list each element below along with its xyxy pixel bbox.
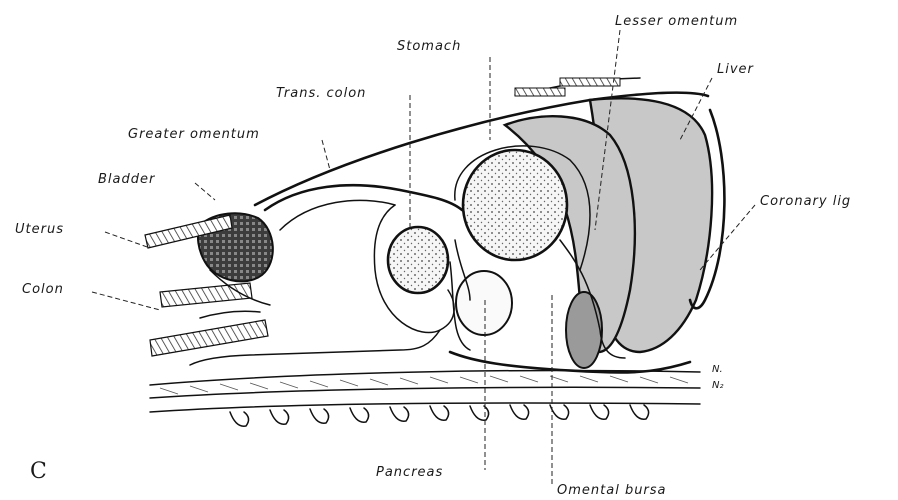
label-colon: Colon — [22, 282, 64, 297]
label-omental-bursa: Omental bursa — [557, 483, 667, 498]
liver-lobe — [566, 292, 602, 368]
label-trans-colon: Trans. colon — [276, 86, 366, 101]
pelvic-organs — [145, 213, 273, 356]
label-n2: N₂ — [712, 380, 724, 391]
pancreas — [456, 271, 512, 335]
label-greater-omentum: Greater omentum — [128, 127, 260, 142]
label-uterus: Uterus — [15, 222, 64, 237]
label-lesser-omentum: Lesser omentum — [615, 14, 738, 29]
dorsal-wall — [150, 371, 700, 427]
label-bladder: Bladder — [98, 172, 156, 187]
label-stomach: Stomach — [397, 39, 461, 54]
label-coronary-lig: Coronary lig — [760, 194, 851, 209]
label-liver: Liver — [717, 62, 755, 77]
vertebrae — [230, 405, 649, 426]
transverse-colon — [388, 227, 448, 293]
stomach — [463, 150, 567, 260]
label-n1: N. — [712, 364, 723, 375]
panel-letter: C — [30, 459, 47, 484]
label-pancreas: Pancreas — [376, 465, 443, 480]
